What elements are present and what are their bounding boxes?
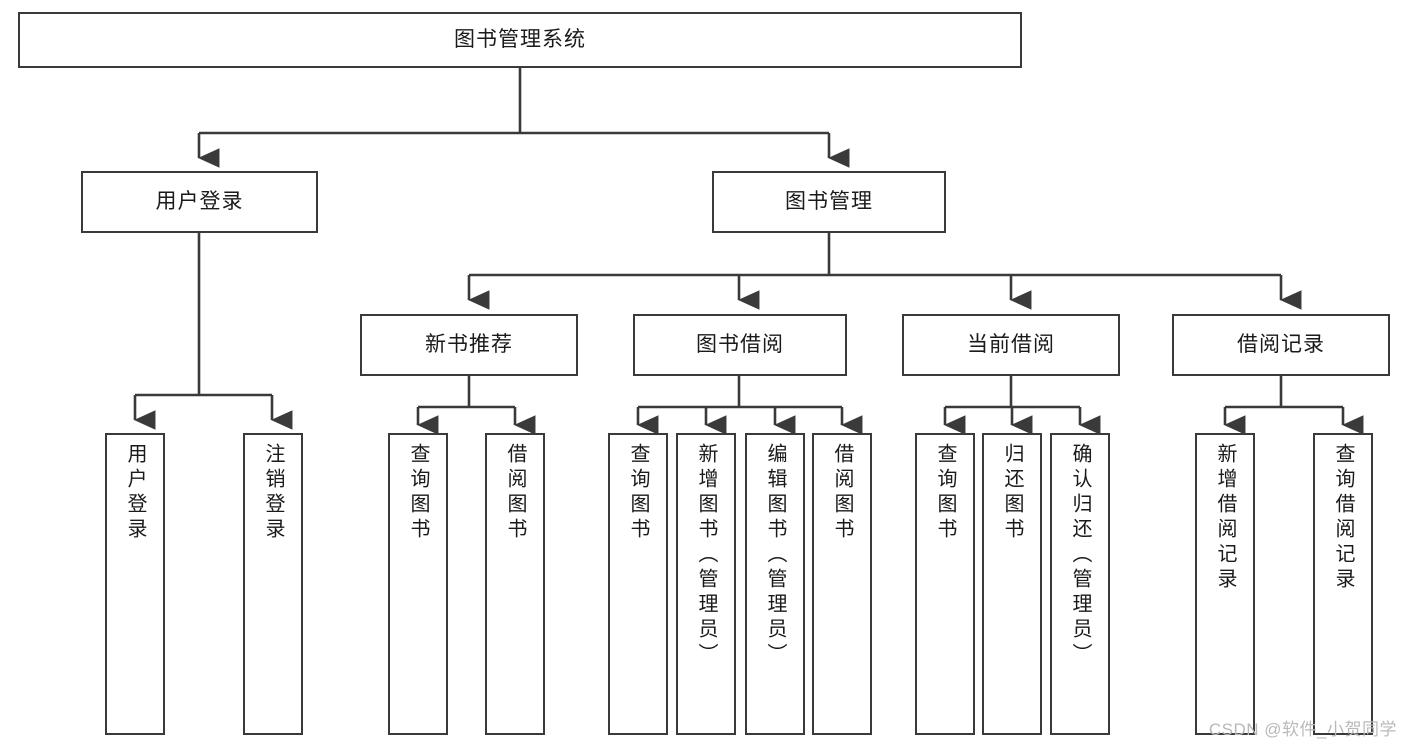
node-user-login-label: 用户登录 [155, 190, 244, 214]
node-leaf-query-record[interactable]: 查询借阅记录 [1313, 433, 1373, 735]
watermark-text: CSDN @软件_小贺同学 [1208, 720, 1397, 739]
node-leaf-confirm-return[interactable]: 确认归还（管理员） [1050, 433, 1110, 735]
node-leaf-query-book-2[interactable]: 查询图书 [608, 433, 668, 735]
node-leaf-user-login[interactable]: 用户登录 [105, 433, 165, 735]
leaf-label: 借阅图书 [504, 443, 526, 543]
node-book-borrow-label: 图书借阅 [696, 333, 784, 357]
leaf-label: 查询图书 [407, 443, 429, 543]
node-root[interactable]: 图书管理系统 [18, 12, 1022, 68]
node-leaf-query-book-1[interactable]: 查询图书 [388, 433, 448, 735]
leaf-label: 注销登录 [262, 443, 284, 543]
leaf-label: 查询图书 [934, 443, 956, 543]
leaf-label: 新增借阅记录 [1214, 443, 1236, 593]
leaf-label: 查询借阅记录 [1332, 443, 1354, 593]
node-book-manage-label: 图书管理 [785, 190, 873, 214]
node-leaf-return-book[interactable]: 归还图书 [982, 433, 1042, 735]
node-current-borrow-label: 当前借阅 [967, 333, 1055, 357]
node-leaf-add-book[interactable]: 新增图书（管理员） [676, 433, 736, 735]
node-new-book-recommend-label: 新书推荐 [425, 333, 513, 357]
node-current-borrow[interactable]: 当前借阅 [902, 314, 1120, 376]
node-new-book-recommend[interactable]: 新书推荐 [360, 314, 578, 376]
leaf-label: 确认归还（管理员） [1069, 443, 1091, 668]
leaf-label: 查询图书 [627, 443, 649, 543]
node-leaf-add-record[interactable]: 新增借阅记录 [1195, 433, 1255, 735]
leaf-label: 新增图书（管理员） [695, 443, 717, 668]
node-root-label: 图书管理系统 [454, 28, 586, 52]
leaf-label: 编辑图书（管理员） [764, 443, 786, 668]
leaf-label: 用户登录 [124, 443, 146, 543]
leaf-label: 归还图书 [1001, 443, 1023, 543]
leaf-label: 借阅图书 [831, 443, 853, 543]
node-leaf-borrow-book-1[interactable]: 借阅图书 [485, 433, 545, 735]
node-user-login[interactable]: 用户登录 [81, 171, 318, 233]
node-borrow-record[interactable]: 借阅记录 [1172, 314, 1390, 376]
node-leaf-logout-login[interactable]: 注销登录 [243, 433, 303, 735]
node-book-borrow[interactable]: 图书借阅 [633, 314, 847, 376]
node-borrow-record-label: 借阅记录 [1237, 333, 1325, 357]
node-leaf-query-book-3[interactable]: 查询图书 [915, 433, 975, 735]
node-leaf-edit-book[interactable]: 编辑图书（管理员） [745, 433, 805, 735]
node-book-manage[interactable]: 图书管理 [712, 171, 946, 233]
node-leaf-borrow-book-2[interactable]: 借阅图书 [812, 433, 872, 735]
